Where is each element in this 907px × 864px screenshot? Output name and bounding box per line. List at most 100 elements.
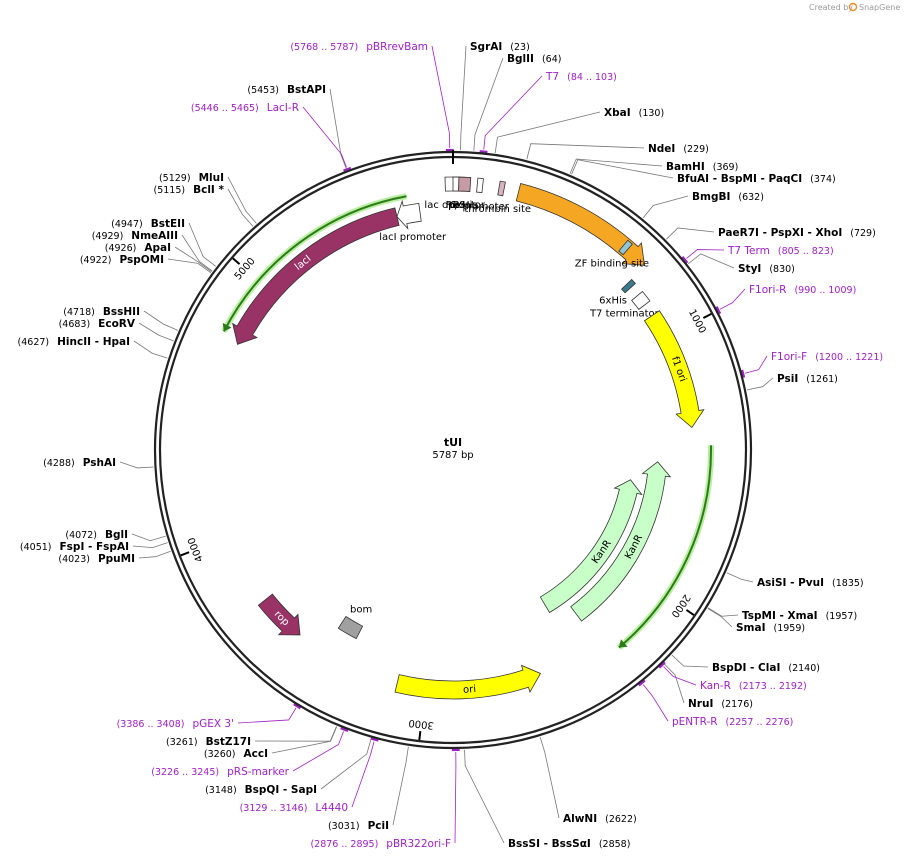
primer-leader-t7 xyxy=(483,75,543,150)
site-pcii[interactable]: (3031)PciI xyxy=(328,820,389,832)
site-bsteii[interactable]: (4947)BstEII xyxy=(111,218,185,230)
feature-rop[interactable] xyxy=(257,593,301,636)
site-pspomi[interactable]: (4922)PspOMI xyxy=(80,254,164,266)
site-bglii[interactable]: BglII(64) xyxy=(507,53,561,65)
site-nmeaiii[interactable]: (4929)NmeAIII xyxy=(92,230,178,242)
site-leader-bstz17i xyxy=(254,726,337,742)
site-ecorv[interactable]: (4683)EcoRV xyxy=(59,318,136,330)
feature-t7-promoter[interactable] xyxy=(476,177,484,194)
feature-label-thrombin-site: thrombin site xyxy=(464,204,531,215)
site-leader-nmeaiii xyxy=(181,234,213,272)
primer-leader-t7-term xyxy=(686,249,725,259)
primer-f1ori-r[interactable]: F1ori-R(990 .. 1009) xyxy=(749,284,856,296)
site-tspmi[interactable]: TspMI - XmaI(1957) xyxy=(742,610,857,622)
site-pshai[interactable]: (4288)PshAI xyxy=(43,457,116,469)
feature-6xhis-1[interactable] xyxy=(458,176,472,192)
site-leader-alwni xyxy=(539,736,560,819)
feature-f1-ori[interactable] xyxy=(643,310,705,429)
feature-zf-binding-site[interactable] xyxy=(618,239,633,256)
site-xbai[interactable]: XbaI(130) xyxy=(604,107,664,119)
site-leader-bmgbi xyxy=(642,195,689,219)
feature-t7-terminator[interactable] xyxy=(631,290,651,310)
site-psii[interactable]: PsiI(1261) xyxy=(777,373,838,385)
tick-1000 xyxy=(702,312,712,319)
feature-label-t7-terminator: T7 terminator xyxy=(589,309,660,320)
primer-pgex-3[interactable]: (3386 .. 3408)pGEX 3' xyxy=(117,718,234,730)
primer-leader-pbr322ori-f xyxy=(454,751,457,844)
site-alwni[interactable]: AlwNI(2622) xyxy=(563,813,637,825)
primer-t7-term[interactable]: T7 Term(805 .. 823) xyxy=(727,245,834,257)
feature-label-ori: ori xyxy=(463,684,477,696)
primer-leader-laci-r xyxy=(302,106,347,168)
tick-label-1000: 1000 xyxy=(686,308,708,336)
feature-laci-promoter[interactable] xyxy=(396,199,422,230)
site-bmgbi[interactable]: BmgBI(632) xyxy=(692,191,764,203)
green-arc-layer xyxy=(221,193,714,650)
site-bsssi[interactable]: BssSI - BssSαI(2858) xyxy=(508,838,630,850)
site-leader-bamhi xyxy=(569,158,663,174)
site-styi[interactable]: StyI(830) xyxy=(738,263,795,275)
primer-l4440[interactable]: (3129 .. 3146)L4440 xyxy=(240,802,348,814)
primer-prs-marker[interactable]: (3226 .. 3245)pRS-marker xyxy=(151,766,289,778)
site-smai[interactable]: SmaI(1959) xyxy=(736,622,805,634)
site-leader-pshai xyxy=(119,461,154,469)
primer-pentr-r[interactable]: pENTR-R(2257 .. 2276) xyxy=(672,716,793,728)
green-arc-insert xyxy=(222,195,407,332)
site-sgrai[interactable]: SgrAI(23) xyxy=(470,41,530,53)
primer-mark-kan-r xyxy=(658,661,666,669)
feature-thrombin-site[interactable] xyxy=(497,180,506,197)
site-bfuai[interactable]: BfuAI - BspMI - PaqCI(374) xyxy=(677,173,836,185)
feature-ori[interactable] xyxy=(394,664,542,700)
site-leader-bgli xyxy=(131,533,166,542)
feature-kanr-1[interactable] xyxy=(570,461,672,622)
primer-kan-r[interactable]: Kan-R(2173 .. 2192) xyxy=(700,680,807,692)
primer-mark-prs-marker xyxy=(340,727,349,733)
primer-mark-l4440 xyxy=(370,737,379,742)
primer-pbrrevbam[interactable]: (5768 .. 5787)pBRrevBam xyxy=(290,41,428,53)
primer-leader-pbrrevbam xyxy=(431,45,451,149)
site-bspdi[interactable]: BspDI - ClaI(2140) xyxy=(712,662,820,674)
feature-rbs[interactable] xyxy=(452,176,460,192)
site-leader-bglii xyxy=(473,57,504,151)
site-hincii[interactable]: (4627)HincII - HpaI xyxy=(18,336,130,348)
site-bspqi[interactable]: (3148)BspQI - SapI xyxy=(205,784,317,796)
site-paer7i[interactable]: PaeR7I - PspXI - XhoI(729) xyxy=(718,227,876,239)
primer-laci-r[interactable]: (5446 .. 5465)LacI-R xyxy=(191,102,299,114)
site-leader-sgrai xyxy=(460,45,467,151)
green-arc-insert-head xyxy=(222,322,232,332)
site-leader-hincii xyxy=(133,340,168,359)
site-bgli[interactable]: (4072)BglI xyxy=(65,529,128,541)
site-leader-ndei xyxy=(526,143,645,160)
primer-mark-pentr-r xyxy=(638,679,646,687)
primer-pbr322ori-f[interactable]: (2876 .. 2895)pBR322ori-F xyxy=(310,838,451,850)
site-bamhi[interactable]: BamHI(369) xyxy=(666,161,738,173)
primer-t7[interactable]: T7(84 .. 103) xyxy=(545,71,617,83)
tick-label-5000: 5000 xyxy=(233,256,258,282)
site-bsshii[interactable]: (4718)BssHII xyxy=(63,306,140,318)
site-mlui[interactable]: (5129)MluI xyxy=(159,172,224,184)
site-leader-bcli xyxy=(227,188,254,227)
site-apai[interactable]: (4926)ApaI xyxy=(105,242,171,254)
tick-5000 xyxy=(232,257,241,265)
site-ppumi[interactable]: (4023)PpuMI xyxy=(58,553,135,565)
site-bcli[interactable]: (5115)BclI * xyxy=(154,184,225,196)
feature-laci[interactable] xyxy=(232,207,400,345)
feature-6xhis-2[interactable] xyxy=(621,278,636,294)
site-leader-smai xyxy=(707,608,733,628)
feature-insert-orf[interactable] xyxy=(515,182,645,266)
site-leader-bspqi xyxy=(320,738,372,790)
site-acci[interactable]: (3260)AccI xyxy=(204,748,268,760)
site-nrui[interactable]: NruI(2176) xyxy=(688,698,753,710)
primer-f1ori-f[interactable]: F1ori-F(1200 .. 1221) xyxy=(771,351,883,363)
feature-bom[interactable] xyxy=(337,615,364,640)
site-asisi[interactable]: AsiSI - PvuI(1835) xyxy=(757,577,864,589)
site-bstz17i[interactable]: (3261)BstZ17I xyxy=(166,736,251,748)
site-leader-nrui xyxy=(663,663,685,704)
site-leader-tspmi xyxy=(707,607,739,617)
site-fspi[interactable]: (4051)FspI - FspAI xyxy=(20,541,129,553)
primer-mark-t7-term xyxy=(681,256,689,264)
feature-kanr-2[interactable] xyxy=(539,479,643,614)
site-bstapi[interactable]: (5453)BstAPI xyxy=(247,84,326,96)
site-ndei[interactable]: NdeI(229) xyxy=(648,143,709,155)
